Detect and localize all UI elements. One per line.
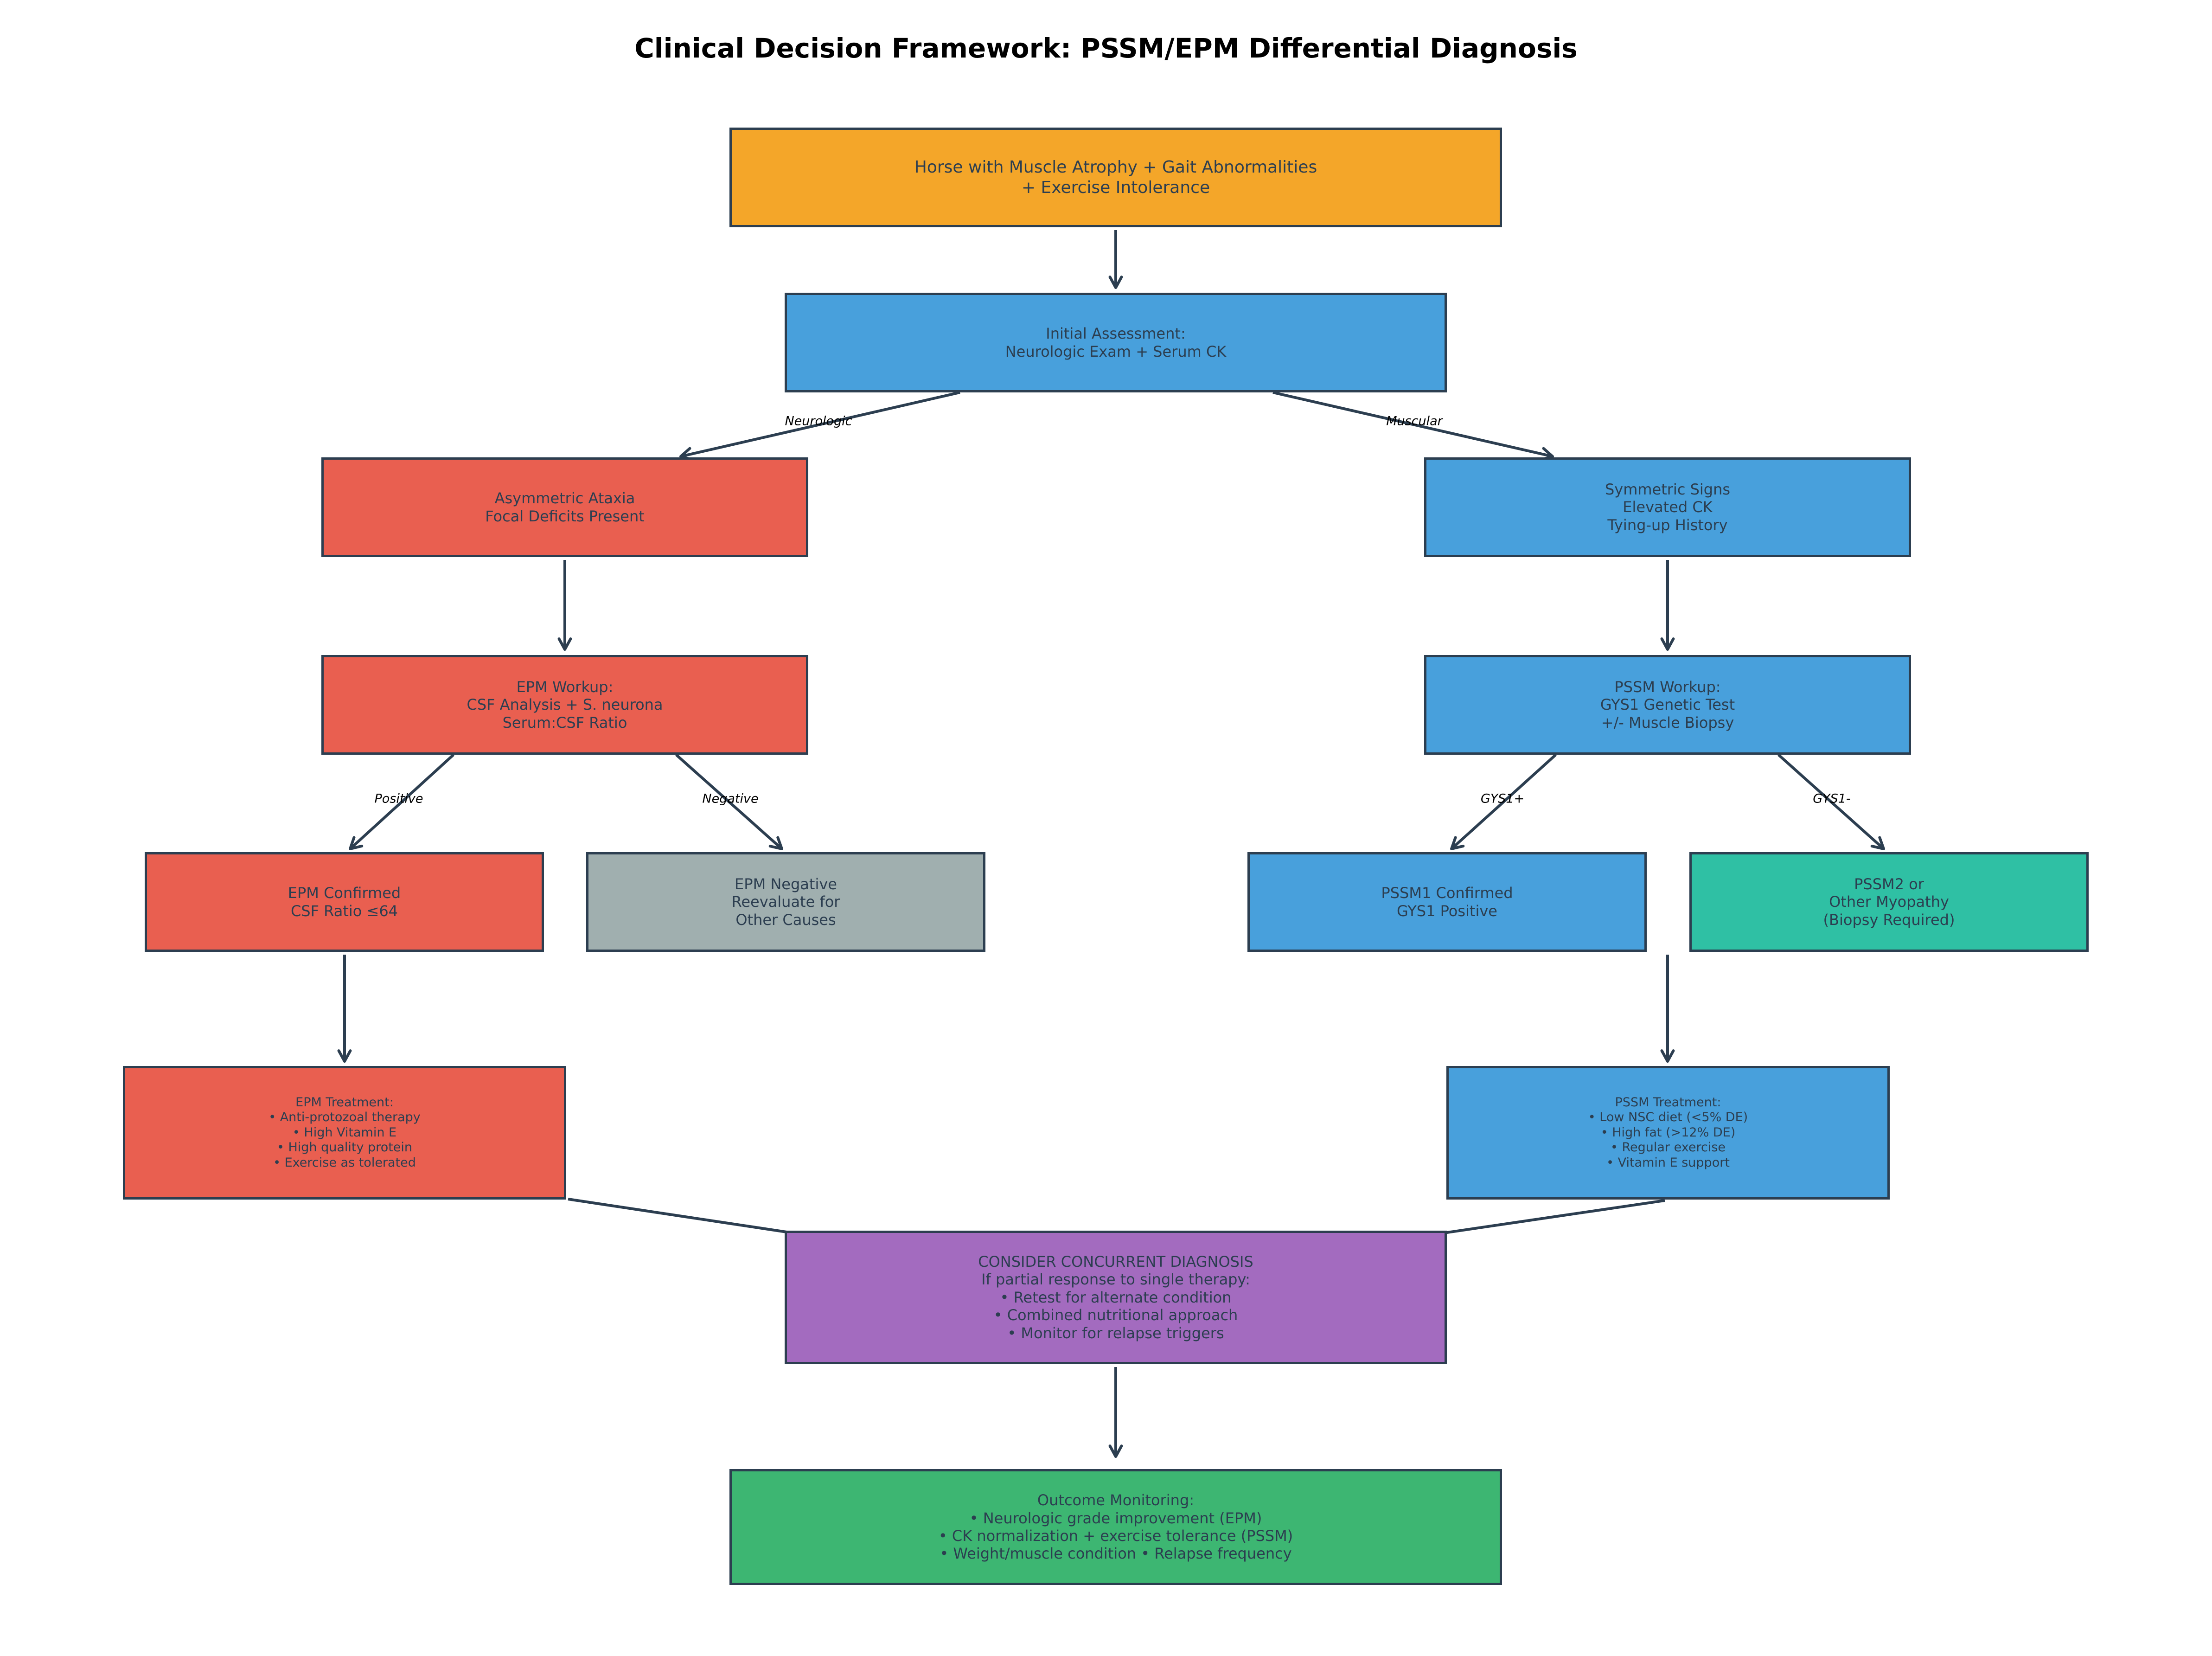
arrowhead-icon	[1108, 1444, 1123, 1458]
node-outcome-monitoring: Outcome Monitoring: • Neurologic grade i…	[729, 1469, 1502, 1585]
node-pssm-treatment-text: PSSM Treatment: • Low NSC diet (<5% DE) …	[1588, 1095, 1748, 1170]
arrowhead-icon	[1660, 637, 1675, 651]
edge-label-positive: Positive	[374, 791, 423, 806]
node-epm-treatment-text: EPM Treatment: • Anti-protozoal therapy …	[269, 1095, 421, 1170]
node-symmetric-signs: Symmetric Signs Elevated CK Tying-up His…	[1424, 457, 1911, 557]
node-pssm2-other-text: PSSM2 or Other Myopathy (Biopsy Required…	[1823, 875, 1955, 929]
node-epm-workup-text: EPM Workup: CSF Analysis + S. neurona Se…	[467, 678, 663, 732]
edge-pssm-workup-to-pssm2-other	[1777, 753, 1885, 850]
node-presentation-text: Horse with Muscle Atrophy + Gait Abnorma…	[914, 158, 1317, 197]
node-pssm1-confirmed: PSSM1 Confirmed GYS1 Positive	[1247, 852, 1647, 952]
arrowhead-icon	[557, 637, 572, 651]
arrowhead-icon	[768, 836, 783, 850]
node-epm-negative: EPM Negative Reevaluate for Other Causes	[586, 852, 985, 952]
edge-pssm-workup-to-pssm1-confirmed	[1450, 753, 1557, 850]
node-epm-confirmed: EPM Confirmed CSF Ratio ≤64	[145, 852, 544, 952]
edge-label-neurologic: Neurologic	[785, 414, 852, 429]
arrowhead-icon	[337, 1049, 352, 1063]
node-initial-assessment-text: Initial Assessment: Neurologic Exam + Se…	[1005, 325, 1227, 360]
node-pssm-treatment: PSSM Treatment: • Low NSC diet (<5% DE) …	[1446, 1066, 1890, 1200]
node-presentation: Horse with Muscle Atrophy + Gait Abnorma…	[729, 128, 1502, 227]
edge-epm-workup-to-epm-negative	[675, 753, 783, 850]
node-pssm-workup: PSSM Workup: GYS1 Genetic Test +/- Muscl…	[1424, 655, 1911, 755]
diagram-title: Clinical Decision Framework: PSSM/EPM Di…	[634, 32, 1578, 64]
arrowhead-icon	[1450, 836, 1465, 850]
node-pssm2-other: PSSM2 or Other Myopathy (Biopsy Required…	[1689, 852, 2089, 952]
arrowhead-icon	[1870, 836, 1885, 850]
node-pssm1-confirmed-text: PSSM1 Confirmed GYS1 Positive	[1381, 884, 1513, 920]
node-symmetric-signs-text: Symmetric Signs Elevated CK Tying-up His…	[1605, 480, 1731, 534]
node-epm-treatment: EPM Treatment: • Anti-protozoal therapy …	[123, 1066, 566, 1200]
node-epm-negative-text: EPM Negative Reevaluate for Other Causes	[731, 875, 840, 929]
node-initial-assessment: Initial Assessment: Neurologic Exam + Se…	[785, 293, 1447, 392]
arrowhead-icon	[1108, 276, 1123, 289]
node-outcome-monitoring-text: Outcome Monitoring: • Neurologic grade i…	[938, 1491, 1293, 1563]
edge-label-muscular: Muscular	[1386, 414, 1443, 429]
node-concurrent-diagnosis-text: CONSIDER CONCURRENT DIAGNOSIS If partial…	[978, 1253, 1253, 1342]
edge-initial-assessment-to-symmetric-signs	[1272, 391, 1553, 458]
node-pssm-workup-text: PSSM Workup: GYS1 Genetic Test +/- Muscl…	[1600, 678, 1735, 732]
node-concurrent-diagnosis: CONSIDER CONCURRENT DIAGNOSIS If partial…	[785, 1231, 1447, 1364]
arrowhead-icon	[1660, 1049, 1675, 1063]
edge-label-negative: Negative	[702, 791, 759, 806]
edge-label-gys1: GYS1+	[1480, 791, 1525, 806]
node-asymmetric-ataxia: Asymmetric Ataxia Focal Deficits Present	[321, 457, 808, 557]
edge-label-gys1: GYS1-	[1813, 791, 1851, 806]
edge-initial-assessment-to-asymmetric-ataxia	[680, 391, 960, 458]
edge-epm-workup-to-epm-confirmed	[349, 753, 455, 850]
arrowhead-icon	[349, 836, 364, 850]
node-epm-workup: EPM Workup: CSF Analysis + S. neurona Se…	[321, 655, 808, 755]
node-epm-confirmed-text: EPM Confirmed CSF Ratio ≤64	[288, 884, 401, 920]
node-asymmetric-ataxia-text: Asymmetric Ataxia Focal Deficits Present	[485, 489, 645, 525]
